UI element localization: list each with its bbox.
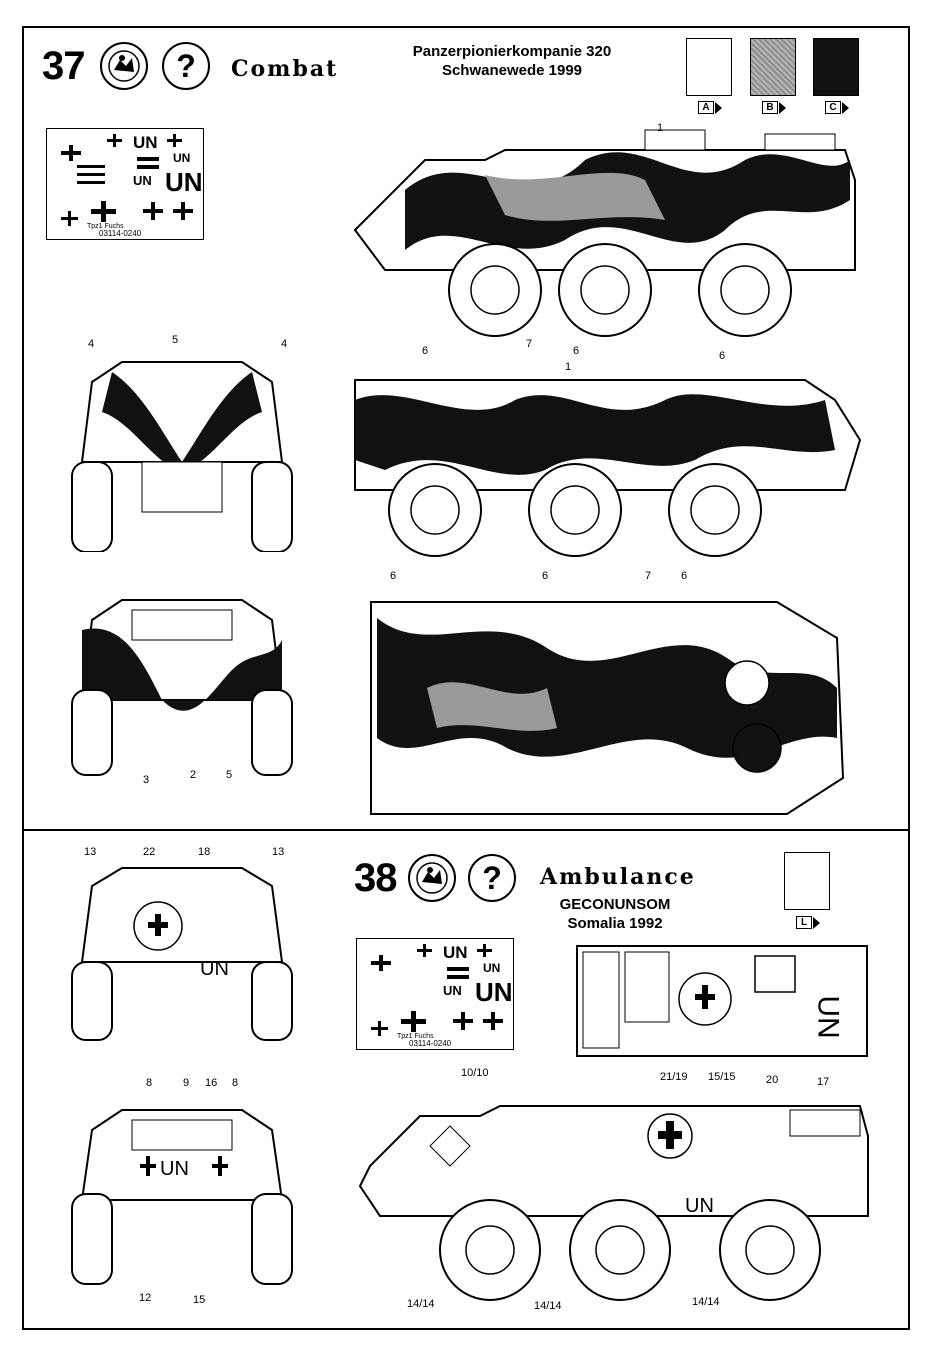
- callout-38-9: 9: [183, 1077, 189, 1089]
- front-view-37: [62, 352, 302, 552]
- callout-38-13b: 13: [272, 846, 284, 858]
- callout-38-16: 16: [205, 1077, 217, 1089]
- callout-38-14b: 14/14: [534, 1300, 562, 1312]
- color-label-c: C: [825, 101, 841, 114]
- question-circle-icon: ?: [468, 854, 516, 902]
- color-label-a: A: [698, 101, 714, 114]
- mechanic-badge-icon: [408, 854, 456, 902]
- callout-38-15: 15: [193, 1294, 205, 1306]
- profile-number-38: 38: [354, 856, 397, 901]
- decal-un-small: UN: [483, 961, 500, 975]
- color-swatch-a: [686, 38, 732, 96]
- decal-code: 03114-0240: [99, 229, 141, 238]
- callout-37-1b: 1: [565, 361, 571, 373]
- callout-37-6a: 6: [422, 345, 428, 357]
- decal-un-medium: UN: [443, 983, 462, 998]
- rear-view-38: [62, 1100, 302, 1290]
- callout-38-14c: 14/14: [692, 1296, 720, 1308]
- callout-38-13a: 13: [84, 846, 96, 858]
- front-un-marking: UN: [200, 958, 229, 981]
- decal-sheet-37: UN UN UN UN Tpz1 Fuchs 03114-0240: [46, 128, 204, 240]
- callout-38-8b: 8: [232, 1077, 238, 1089]
- callout-38-21: 21/19: [660, 1071, 688, 1083]
- section-divider: [22, 829, 910, 831]
- callout-38-10: 10/10: [461, 1067, 489, 1079]
- role-title-37: Combat: [231, 56, 338, 82]
- decal-un-medium: UN: [133, 173, 152, 188]
- side-view-right: [345, 120, 865, 350]
- callout-37-1: 1: [657, 122, 663, 134]
- callout-38-18: 18: [198, 846, 210, 858]
- mechanic-badge-icon: [100, 42, 148, 90]
- top-view-37: [367, 598, 847, 818]
- color-label-b: B: [762, 101, 778, 114]
- callout-38-15b: 15/15: [708, 1071, 736, 1083]
- callout-38-12: 12: [139, 1292, 151, 1304]
- callout-37-6e: 6: [542, 570, 548, 582]
- callout-37-7a: 7: [526, 338, 532, 350]
- unit-name-38: GECONUNSOM: [520, 895, 710, 914]
- callout-37-5a: 5: [172, 334, 178, 346]
- decal-un-large: UN: [443, 943, 468, 963]
- color-swatch-c: [813, 38, 859, 96]
- decal-un-small: UN: [173, 151, 190, 165]
- callout-38-14a: 14/14: [407, 1298, 435, 1310]
- callout-38-20: 20: [766, 1074, 778, 1086]
- callout-37-7b: 7: [645, 570, 651, 582]
- side-view-left: [345, 360, 865, 570]
- front-view-38: [62, 862, 302, 1042]
- rear-un-marking: UN: [160, 1158, 189, 1181]
- callout-38-8a: 8: [146, 1077, 152, 1089]
- callout-37-4b: 4: [281, 338, 287, 350]
- profile-number-37: 37: [42, 44, 85, 89]
- decal-code: 03114-0240: [409, 1039, 451, 1048]
- callout-37-3: 3: [143, 774, 149, 786]
- decal-un-large: UN: [133, 133, 158, 153]
- callout-37-6f: 6: [681, 570, 687, 582]
- callout-38-22: 22: [143, 846, 155, 858]
- callout-37-2: 2: [190, 769, 196, 781]
- side-view-38: [350, 1086, 880, 1306]
- decal-un-xl: UN: [165, 167, 203, 198]
- callout-37-6d: 6: [390, 570, 396, 582]
- decal-un-xl: UN: [475, 977, 513, 1008]
- role-title-38: Ambulance: [540, 864, 696, 890]
- side-un-marking: UN: [685, 1195, 714, 1218]
- decal-sheet-38: UN UN UN UN Tpz1 Fuchs 03114-0240: [356, 938, 514, 1050]
- callout-37-6b: 6: [573, 345, 579, 357]
- color-swatch-b: [750, 38, 796, 96]
- question-circle-icon: ?: [162, 42, 210, 90]
- callout-37-4a: 4: [88, 338, 94, 350]
- top-un-marking: UN: [811, 995, 845, 1038]
- unit-name-37: Panzerpionierkompanie 320: [372, 42, 652, 61]
- unit-place-38: Somalia 1992: [520, 914, 710, 933]
- unit-place-37: Schwanewede 1999: [372, 61, 652, 80]
- color-label-l: L: [796, 916, 812, 929]
- callout-37-5b: 5: [226, 769, 232, 781]
- rear-view-37: [62, 590, 302, 780]
- color-swatch-l: [784, 852, 830, 910]
